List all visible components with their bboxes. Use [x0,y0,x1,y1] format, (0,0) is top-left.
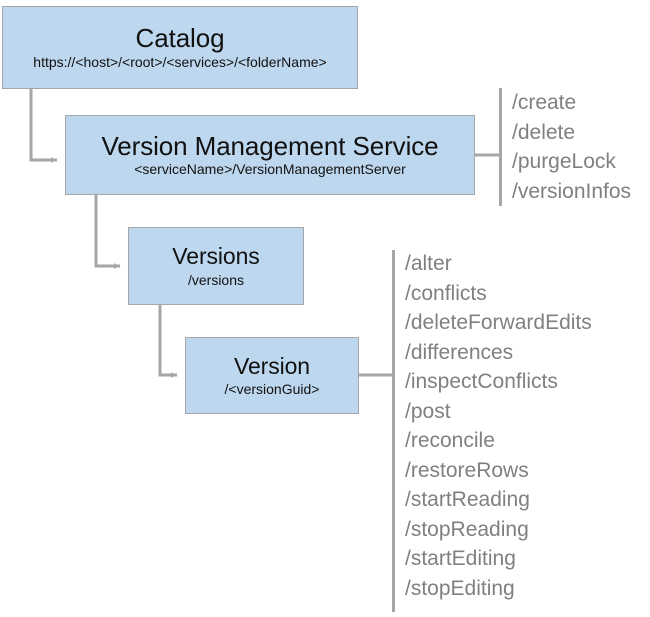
endpoint-item-version: /stopReading [405,517,529,541]
endpoint-item-version: /restoreRows [405,458,529,482]
endpoint-item-vms: /purgeLock [512,150,616,173]
endpoint-item-version: /deleteForwardEdits [405,311,592,334]
endpoint-item-version: /post [405,399,451,423]
connector-catalog-to-vms [29,89,58,163]
node-version-management-service-subtitle: <serviceName>/VersionManagementServer [134,161,406,178]
endpoint-item-version: /inspectConflicts [405,370,558,393]
endpoint-item-vms: /delete [512,120,576,144]
endpoint-list-version: /alter/conflicts/deleteForwardEdits/diff… [405,249,592,603]
endpoint-list-version-management-service: /create/delete/purgeLock/versionInfos [512,88,631,206]
endpoint-item-version: /alter [405,252,452,275]
node-catalog[interactable]: Catalog https://<host>/<root>/<services>… [2,6,358,89]
node-version-management-service-title: Version Management Service [101,131,439,162]
endpoint-item-version: /stopEditing [405,576,515,600]
node-version-title: Version [233,352,310,379]
node-versions-subtitle: /versions [187,271,245,288]
endpoint-item-vms: /create [512,91,577,114]
endpoint-item-version: /conflicts [405,281,487,305]
endpoint-item-version: /differences [405,340,514,364]
connector-vms-to-versions [94,195,121,269]
node-catalog-title: Catalog [135,23,225,54]
node-catalog-subtitle: https://<host>/<root>/<services>/<folder… [33,54,327,71]
node-version-management-service[interactable]: Version Management Service <serviceName>… [65,115,475,195]
node-versions[interactable]: Versions /versions [128,227,304,305]
endpoint-item-version: /startReading [405,488,530,511]
node-version[interactable]: Version /<versionGuid> [185,337,359,414]
connector-versions-to-version [158,305,178,378]
endpoint-item-version: /reconcile [405,429,495,452]
endpoint-item-version: /startEditing [405,547,516,570]
node-versions-title: Versions [172,243,260,270]
endpoint-group-bar-vms [499,88,502,206]
endpoint-group-bar-version [392,250,395,612]
endpoint-item-vms: /versionInfos [512,179,632,203]
node-version-subtitle: /<versionGuid> [224,381,320,398]
